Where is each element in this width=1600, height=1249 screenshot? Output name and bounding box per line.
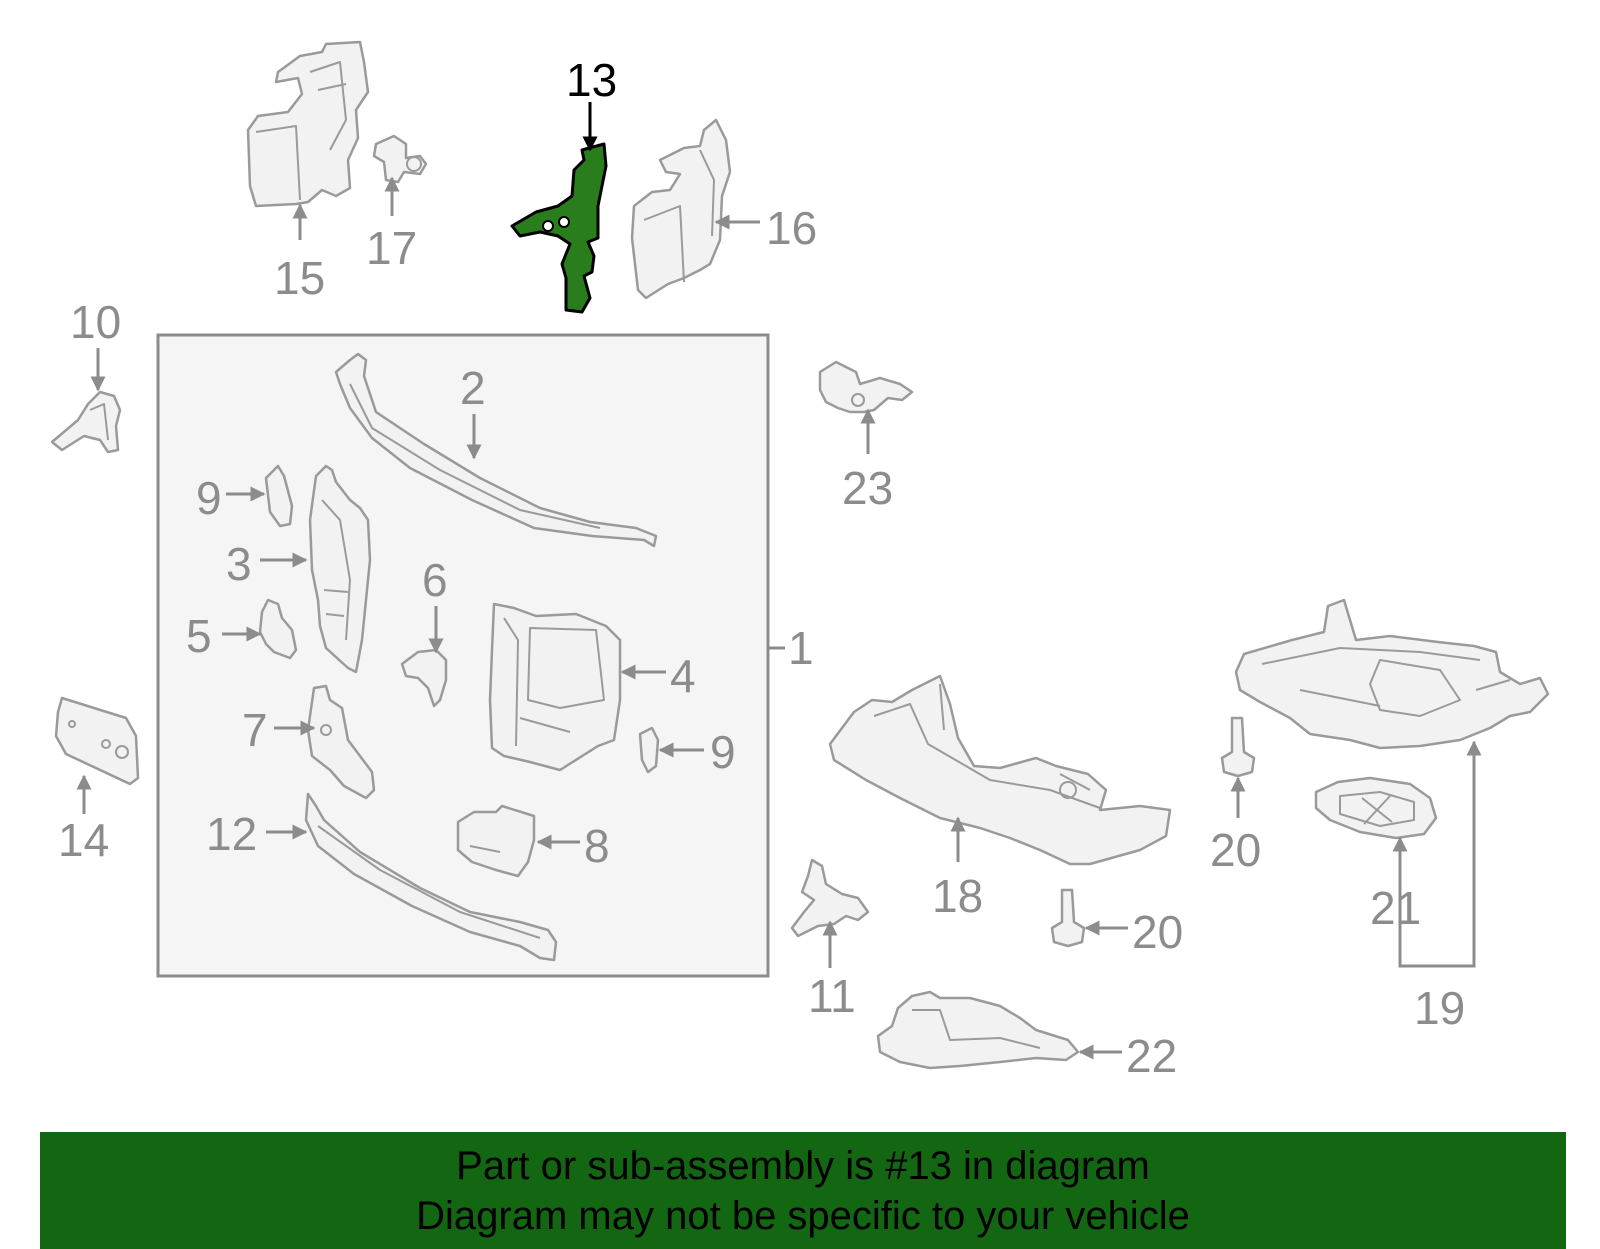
- part-4-shape[interactable]: [488, 602, 622, 772]
- part-21-shape[interactable]: [1314, 776, 1438, 840]
- part-3-shape[interactable]: [308, 464, 372, 674]
- info-banner: Part or sub-assembly is #13 in diagram D…: [40, 1132, 1566, 1249]
- banner-line-part-number: Part or sub-assembly is #13 in diagram: [456, 1143, 1150, 1188]
- callout-8: 8: [584, 820, 610, 872]
- part-9a-shape[interactable]: [264, 464, 294, 528]
- part-15-shape[interactable]: [246, 40, 370, 208]
- callout-15: 15: [274, 252, 325, 304]
- callout-6: 6: [422, 554, 448, 606]
- callout-21: 21: [1370, 882, 1421, 934]
- callout-3: 3: [226, 538, 252, 590]
- callout-22: 22: [1126, 1030, 1177, 1082]
- callout-14: 14: [58, 814, 109, 866]
- callout-17: 17: [366, 222, 417, 274]
- part-14-shape[interactable]: [54, 696, 140, 786]
- leader-19: [1398, 740, 1482, 968]
- callout-20a: 20: [1210, 824, 1261, 876]
- part-8-shape[interactable]: [456, 804, 536, 878]
- callout-9b: 9: [710, 726, 736, 778]
- part-23-shape[interactable]: [818, 360, 914, 414]
- part-18-shape[interactable]: [828, 674, 1172, 866]
- callout-5: 5: [186, 610, 212, 662]
- part-5-shape[interactable]: [258, 598, 298, 660]
- part-9b-shape[interactable]: [638, 726, 660, 774]
- callout-2: 2: [460, 362, 486, 414]
- part-12-shape[interactable]: [304, 792, 558, 962]
- part-20a-shape[interactable]: [1220, 716, 1256, 778]
- callout-20b: 20: [1132, 906, 1183, 958]
- callout-12: 12: [206, 808, 257, 860]
- callout-1: 1: [788, 622, 814, 674]
- part-13-shape-highlighted[interactable]: [510, 142, 608, 314]
- callout-11: 11: [808, 970, 856, 1022]
- banner-line-disclaimer: Diagram may not be specific to your vehi…: [416, 1193, 1190, 1238]
- assembly-box-1: [156, 333, 770, 978]
- callout-19: 19: [1414, 982, 1465, 1034]
- callout-16: 16: [766, 202, 817, 254]
- callout-4: 4: [670, 650, 696, 702]
- callout-9a: 9: [196, 472, 222, 524]
- callout-13-highlighted: 13: [566, 54, 617, 106]
- part-17-shape[interactable]: [372, 134, 428, 184]
- part-19-shape[interactable]: [1234, 598, 1550, 750]
- part-2-shape[interactable]: [334, 352, 658, 548]
- part-16-shape[interactable]: [630, 118, 732, 300]
- part-7-shape[interactable]: [306, 684, 376, 800]
- callout-7: 7: [242, 704, 268, 756]
- callout-18: 18: [932, 870, 983, 922]
- callout-23: 23: [842, 462, 893, 514]
- exploded-parts-diagram: 1 2 3 4 5 6 7 8 9 9 10 11 12 13 14 15 16…: [50, 40, 1550, 1082]
- callout-10: 10: [70, 296, 121, 348]
- part-22-shape[interactable]: [876, 990, 1080, 1070]
- part-11-shape[interactable]: [790, 858, 870, 938]
- part-20b-shape[interactable]: [1050, 888, 1086, 948]
- part-10-shape[interactable]: [50, 390, 122, 454]
